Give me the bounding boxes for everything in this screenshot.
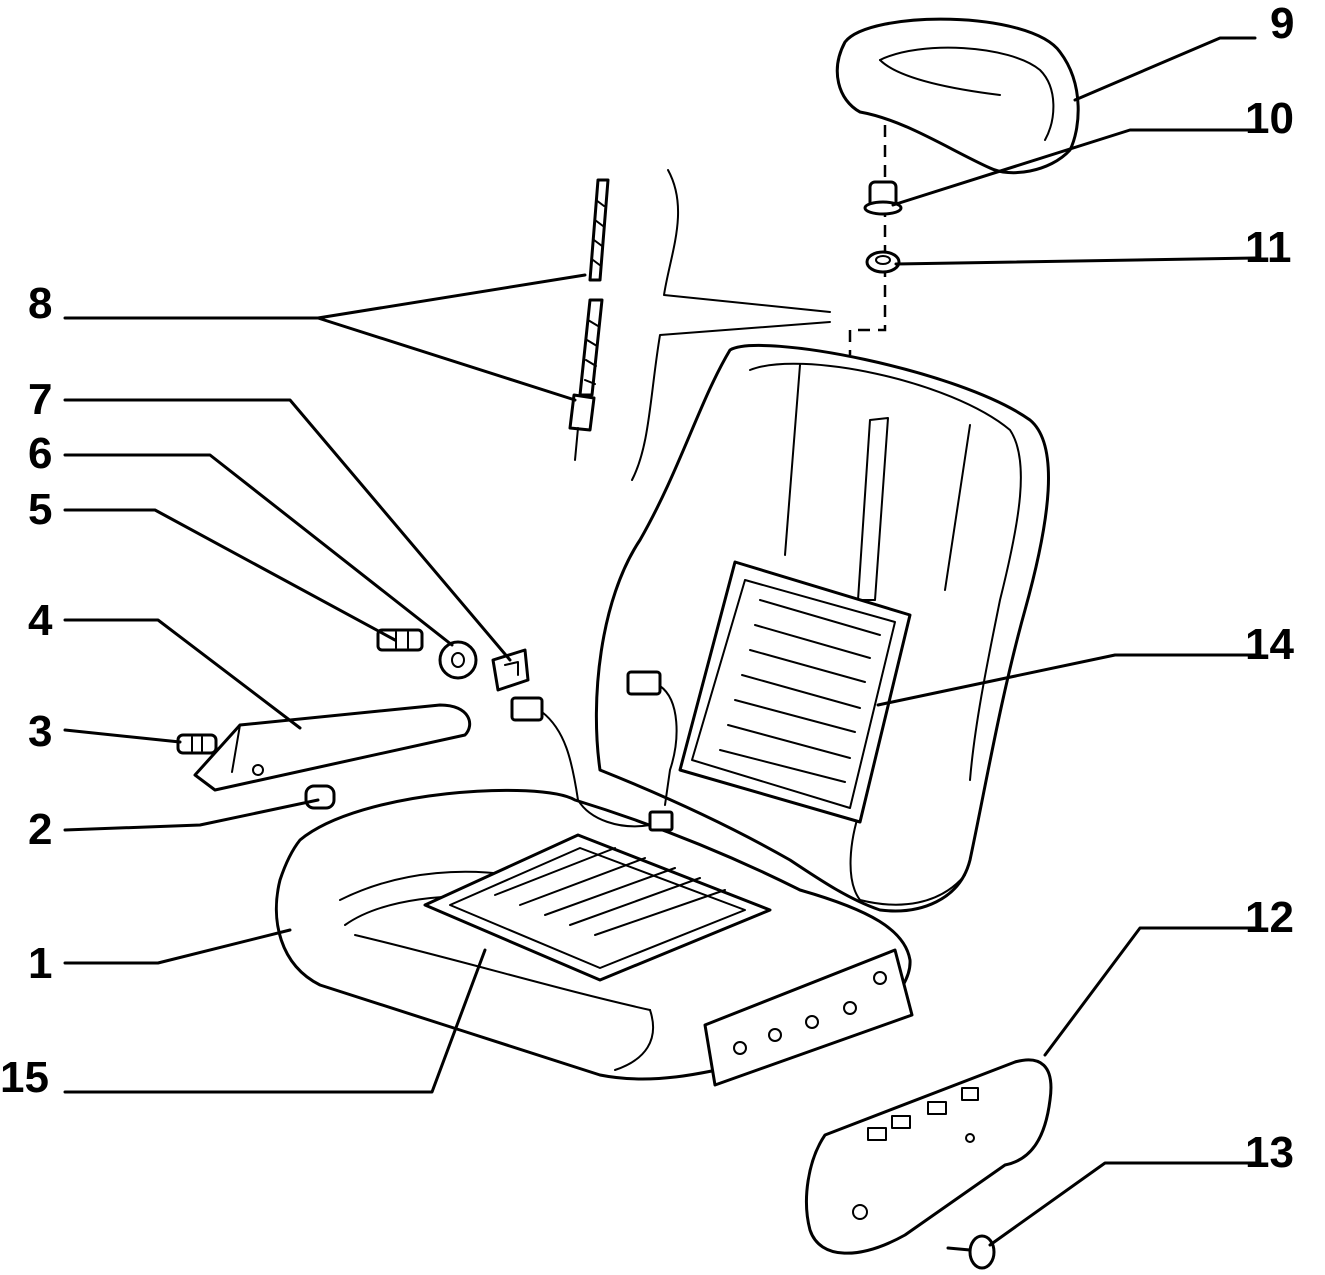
backrest-frame-bracket: [631, 169, 831, 481]
callout-15: 15: [0, 1053, 49, 1102]
headrest-guide-bushing: [863, 180, 903, 216]
bushing-part-2: [304, 784, 336, 810]
side-panel-part-12: [805, 1058, 1053, 1255]
callout-11: 11: [1245, 223, 1292, 272]
callout-12: 12: [1245, 893, 1294, 942]
callout-8: 8: [28, 279, 52, 328]
callout-labels: 1 2 3 4 5 6 7 8 9 10 11 12 13 14 15: [0, 0, 1294, 1177]
side-trim-part-4: [193, 703, 472, 792]
callout-7: 7: [28, 375, 52, 424]
callout-4: 4: [28, 596, 53, 645]
callout-2: 2: [28, 805, 52, 854]
seat-connector: [510, 696, 674, 832]
screw-part-3: [176, 733, 218, 755]
screw-part-13: [946, 1234, 996, 1270]
seat-side-rail: [703, 948, 914, 1087]
callout-3: 3: [28, 707, 52, 756]
callout-14: 14: [1245, 620, 1294, 669]
seat-heating-mat: [423, 833, 772, 982]
callout-10: 10: [1245, 94, 1294, 143]
headrest-rods: [568, 178, 610, 461]
headrest-axis-line: [848, 125, 887, 355]
headrest: [835, 17, 1080, 175]
callout-1: 1: [28, 939, 52, 988]
leader-lines: [63, 36, 1257, 1247]
callout-13: 13: [1245, 1128, 1294, 1177]
headrest-guide-ring: [865, 250, 901, 274]
bolt-part-5: [376, 628, 424, 652]
backrest-heating-mat: [678, 560, 912, 824]
callout-5: 5: [28, 485, 52, 534]
washer-part-6: [438, 640, 478, 680]
clip-part-7: [491, 648, 530, 692]
callout-9: 9: [1270, 0, 1294, 48]
backrest-connector: [626, 670, 678, 806]
callout-6: 6: [28, 429, 52, 478]
